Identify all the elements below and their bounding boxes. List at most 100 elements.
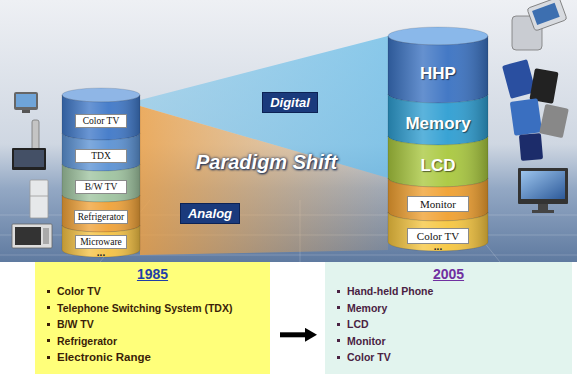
ellipsis-label: ... xyxy=(81,249,121,257)
phone-icon xyxy=(512,0,567,50)
tv-icon xyxy=(12,148,46,170)
segment-shading xyxy=(388,94,488,145)
segment-label: TDX xyxy=(75,149,127,163)
segment-label: Microware xyxy=(75,235,127,249)
segment-fill xyxy=(62,225,140,257)
bullet-mark xyxy=(47,323,50,326)
bullet-item: Memory xyxy=(335,300,562,317)
segment-shading xyxy=(62,225,140,257)
bullet-mark xyxy=(47,306,50,309)
bullet-item: Telephone Switching System (TDX) xyxy=(45,300,260,317)
tag-box: Digital xyxy=(262,92,318,113)
panel-heading: 1985 xyxy=(45,265,260,283)
analog-beam xyxy=(140,106,388,255)
bullet-mark xyxy=(337,339,340,342)
bullet-text: LCD xyxy=(347,318,369,330)
bullet-text: Telephone Switching System (TDX) xyxy=(57,302,232,314)
bullet-item: Hand-held Phone xyxy=(335,283,562,300)
bullet-mark xyxy=(337,306,340,309)
segment-fill xyxy=(388,136,488,187)
bullet-mark xyxy=(337,323,340,326)
year-title: 2005 xyxy=(433,266,464,282)
segment-label: Color TV xyxy=(407,228,469,244)
segment-fill xyxy=(62,95,140,140)
cylinder-segment: LCD xyxy=(388,136,488,178)
segment-label: B/W TV xyxy=(75,180,127,194)
segment-shading xyxy=(62,164,140,202)
bullet-mark xyxy=(47,290,50,293)
bullet-text: B/W TV xyxy=(57,318,94,330)
year-panel: 1985Color TV Telephone Switching System (… xyxy=(35,262,270,374)
bullet-item: Color TV xyxy=(45,283,260,300)
segment-content: Refrigerator xyxy=(62,202,140,232)
bullet-text: Color TV xyxy=(347,351,391,363)
tag-label: Digital xyxy=(270,95,310,110)
segment-label: LCD xyxy=(421,156,456,176)
tag-label: Analog xyxy=(188,206,232,221)
segment-shading xyxy=(388,178,488,221)
segment-fill xyxy=(388,178,488,221)
cylinder-segment: Color TV xyxy=(388,212,488,242)
segment-shading xyxy=(388,212,488,251)
bullet-item: Electronic Range xyxy=(45,349,260,366)
segment-content: Memory xyxy=(388,103,488,145)
bullet-text: Memory xyxy=(347,302,387,314)
segment-shading xyxy=(62,133,140,171)
ellipsis-label: ... xyxy=(418,243,458,251)
bullet-text: Refrigerator xyxy=(57,335,117,347)
bullet-item: Monitor xyxy=(335,333,562,350)
segment-shading xyxy=(62,95,140,140)
cylinder-segment: Microware xyxy=(62,225,140,250)
cylinder-segment: Refrigerator xyxy=(62,195,140,225)
segment-content: TDX xyxy=(62,140,140,171)
tag-box: Analog xyxy=(180,203,240,224)
bullet-text: Hand-held Phone xyxy=(347,285,433,297)
segment-label: HHP xyxy=(420,64,456,84)
background xyxy=(0,0,577,262)
segment-content: HHP xyxy=(388,45,488,103)
cylinder-segment: TDX xyxy=(62,133,140,164)
bullet-mark xyxy=(47,356,50,359)
microwave-icon xyxy=(12,224,52,248)
segment-content: LCD xyxy=(388,145,488,187)
bullet-mark xyxy=(337,290,340,293)
bullet-item: Refrigerator xyxy=(45,333,260,350)
cylinder-segment: Color TV xyxy=(62,95,140,133)
segment-shading xyxy=(62,195,140,232)
small-tv-icon xyxy=(14,92,38,113)
remote-icon xyxy=(32,120,39,150)
cylinder-segment: B/W TV xyxy=(62,164,140,195)
bullet-item: LCD xyxy=(335,316,562,333)
headline-label: Paradigm Shift xyxy=(196,150,366,174)
monitor-icon xyxy=(518,168,568,213)
bullet-text: Electronic Range xyxy=(57,351,151,363)
transition-arrow xyxy=(280,332,307,337)
bullet-item: B/W TV xyxy=(45,316,260,333)
segment-label: Color TV xyxy=(75,114,127,128)
year-panel: 2005Hand-held PhoneMemoryLCD MonitorColor… xyxy=(325,262,572,374)
memory-card-icons xyxy=(502,59,569,161)
segment-content: Color TV xyxy=(62,102,140,140)
segment-shading xyxy=(388,36,488,103)
cylinder-segment: Monitor xyxy=(388,178,488,212)
segment-fill xyxy=(62,195,140,232)
bullet-mark xyxy=(47,339,50,342)
bullet-text: Monitor xyxy=(347,335,386,347)
segment-label: Refrigerator xyxy=(74,210,128,224)
segment-fill xyxy=(62,164,140,202)
bullet-text: Color TV xyxy=(57,285,101,297)
segment-fill xyxy=(388,212,488,251)
bullet-item: Color TV xyxy=(335,349,562,366)
year-title: 1985 xyxy=(137,266,168,282)
cylinder-segment: Memory xyxy=(388,94,488,136)
segment-fill xyxy=(388,36,488,103)
segment-label: Monitor xyxy=(407,196,469,212)
segment-content: B/W TV xyxy=(62,171,140,202)
cylinder-segment: HHP xyxy=(388,36,488,94)
segment-fill xyxy=(62,133,140,171)
segment-label: Memory xyxy=(405,114,470,134)
segment-shading xyxy=(388,136,488,187)
refrigerator-icon xyxy=(30,180,48,218)
segment-content: Monitor xyxy=(388,187,488,221)
